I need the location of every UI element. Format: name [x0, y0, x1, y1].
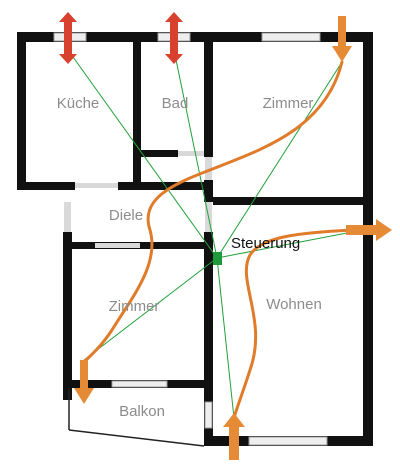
- room-label-bad: Bad: [162, 95, 189, 112]
- exhaust-arrow-kueche: [59, 12, 77, 64]
- wall-center-upper: [204, 180, 213, 202]
- door-bad: [178, 151, 204, 156]
- door-kueche: [75, 183, 118, 188]
- wall-bad-bottom: [133, 150, 178, 157]
- signal-line-bad: [173, 49, 218, 259]
- wall-right: [363, 32, 373, 446]
- balkon-outline: [68, 388, 205, 447]
- double-arrow-vertical-icon: [59, 12, 77, 64]
- airflow-path-right: [232, 228, 354, 420]
- signal-lines: [67, 49, 353, 419]
- wall-bad-zimmer: [204, 32, 213, 157]
- arrow-down-icon: [74, 360, 94, 404]
- door-zimmer-oben: [205, 157, 212, 180]
- room-label-zimmer-oben: Zimmer: [263, 95, 314, 112]
- wall-kueche-bad: [133, 32, 141, 187]
- arrow-up-icon: [223, 413, 245, 460]
- window-zimmer-oben: [261, 32, 321, 42]
- supply-arrow-zimmer-oben: [332, 16, 352, 62]
- signal-line-kueche: [67, 49, 218, 259]
- wall-zimmer-oben-bottom: [213, 197, 373, 205]
- airflow-paths: [82, 60, 354, 420]
- wall-top-left: [17, 32, 210, 42]
- signal-line-zimmer-oben: [216, 61, 343, 259]
- arrow-right-icon: [346, 219, 392, 241]
- signal-line-balkon: [216, 257, 235, 419]
- room-label-diele: Diele: [109, 207, 143, 224]
- room-label-kueche: Küche: [57, 95, 100, 112]
- signal-line-zimmer-unten: [83, 257, 218, 361]
- room-label-balkon: Balkon: [119, 403, 165, 420]
- supply-arrow-wohnen: [346, 219, 392, 241]
- room-label-wohnen: Wohnen: [266, 296, 322, 313]
- supply-arrow-zimmer-unten: [74, 360, 94, 404]
- airflow-path-left: [82, 60, 344, 364]
- exhaust-arrow-bad: [165, 12, 183, 64]
- wall-kueche-bottom-right: [118, 182, 208, 190]
- control-label: Steuerung: [231, 235, 300, 252]
- window-wohnen: [248, 436, 328, 446]
- room-label-zimmer-unten: Zimmer: [109, 298, 160, 315]
- wall-left-upper: [17, 32, 26, 190]
- door-zimmer-unten: [95, 243, 140, 248]
- window-zimmer-unten: [111, 380, 168, 388]
- door-diele-entrance: [64, 202, 71, 232]
- wall-center-lower: [204, 232, 213, 404]
- supply-arrow-balkon: [223, 413, 245, 460]
- signal-line-wohnen: [216, 231, 353, 259]
- window-wohnen-side: [204, 401, 213, 429]
- arrow-down-icon: [332, 16, 352, 62]
- wall-left-lower: [63, 232, 72, 400]
- control-unit-square-icon: [213, 252, 222, 265]
- double-arrow-vertical-icon: [165, 12, 183, 64]
- wall-kueche-bottom: [17, 182, 75, 190]
